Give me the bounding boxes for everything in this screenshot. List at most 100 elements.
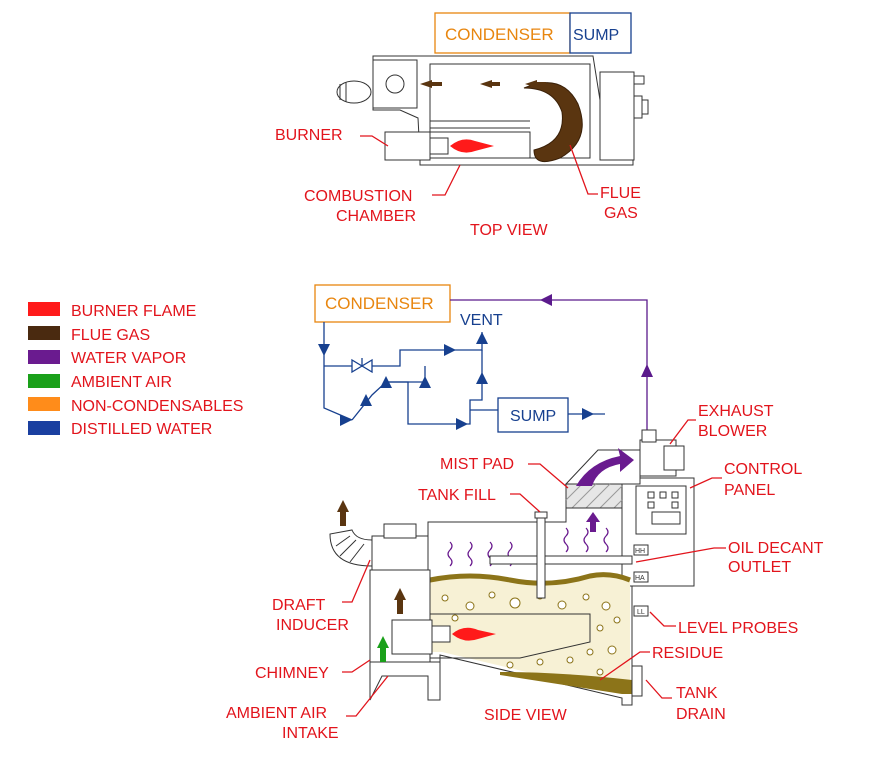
legend-swatch-flue-gas [28, 326, 60, 340]
top-combustion-label-2: CHAMBER [336, 208, 416, 225]
probe-hh-label: HH [635, 548, 645, 555]
distillate-arrow-2 [340, 415, 352, 426]
tank-liquid [430, 572, 630, 694]
top-right-nub-3 [641, 99, 649, 115]
bubble [465, 601, 475, 611]
oil-decant-tube [489, 555, 633, 565]
control-panel-knob-1 [647, 491, 655, 499]
side-piping: CONDENSER VENT SUMP [314, 284, 653, 433]
probe-ll-box [633, 605, 649, 617]
exhaust-label-1: EXHAUST [698, 403, 774, 420]
probe-hh-box [633, 544, 649, 556]
bubble [607, 645, 617, 655]
bubble [557, 600, 567, 610]
tank-fill-pipe [536, 515, 546, 599]
top-right-nub-2 [633, 95, 643, 119]
control-panel-display [651, 511, 681, 525]
exhaust-blower-side [663, 445, 685, 471]
distillate-arrow-1 [318, 344, 330, 356]
draft-inducer-leader [342, 559, 371, 603]
vapor-squiggle [583, 527, 589, 553]
top-condenser-label: CONDENSER [445, 25, 554, 44]
control-leader [689, 477, 722, 489]
top-flue-gas-swirl [523, 82, 583, 163]
legend-label-flue-gas: FLUE GAS [71, 327, 150, 344]
control-panel-knob-2 [659, 491, 667, 499]
probe-ha-label: HA [635, 575, 645, 582]
ambient-label-1: AMBIENT AIR [226, 705, 327, 722]
probe-ll-label: LL [637, 609, 645, 616]
side-burner-nozzle [431, 625, 451, 643]
side-condenser-label: CONDENSER [325, 294, 434, 313]
oil-decant-label-2: OUTLET [728, 559, 791, 576]
oil-decant-leader [635, 547, 726, 563]
legend-swatch-non-condensables [28, 397, 60, 411]
side-view-caption: SIDE VIEW [484, 707, 568, 724]
residue-leader [599, 651, 650, 681]
flue-gas-exit-arrow [337, 500, 349, 526]
legend-swatch-water-vapor [28, 350, 60, 364]
top-flue-arrow-1 [480, 80, 500, 88]
mist-pad-label: MIST PAD [440, 456, 514, 473]
tank-drain-leader [645, 679, 672, 699]
vapor-squiggle [563, 527, 569, 553]
distillate-line-loop [351, 366, 426, 421]
bubble [441, 594, 449, 602]
distillate-arrow-4 [380, 376, 392, 388]
top-right-nub-1 [633, 75, 645, 85]
vent-label: VENT [460, 312, 503, 329]
exhaust-blower-cap [641, 429, 657, 443]
legend-swatch-distilled-water [28, 421, 60, 435]
control-label-2: PANEL [724, 482, 775, 499]
bubble [601, 601, 611, 611]
distillate-line-down [323, 322, 353, 421]
mist-pad [565, 483, 623, 509]
chimney-base [369, 661, 441, 701]
distillate-arrow-3 [360, 394, 372, 406]
sump-out-arrow [582, 408, 594, 420]
draft-inducer-body [371, 535, 429, 571]
top-condenser-box [434, 12, 571, 54]
distillate-line-valve [324, 332, 483, 367]
ambient-air-arrow [377, 636, 389, 662]
legend-label-ambient-air: AMBIENT AIR [71, 374, 172, 391]
mist-pad-leader [528, 463, 569, 489]
top-burner-body [384, 131, 431, 161]
bubble [613, 616, 621, 624]
side-burner-flame [452, 627, 496, 641]
top-flue-arrow-2 [420, 80, 442, 88]
side-sump-label: SUMP [510, 408, 556, 425]
draft-label-2: INDUCER [276, 617, 349, 634]
ambient-label-2: INTAKE [282, 725, 339, 742]
top-right-panel [599, 71, 635, 161]
level-probes-leader [649, 611, 676, 627]
tank-drain-label-2: DRAIN [676, 706, 726, 723]
control-panel-knob-5 [671, 501, 679, 509]
top-burner-flame [450, 139, 494, 153]
top-sump-label: SUMP [573, 27, 619, 44]
vapor-squiggle [603, 527, 609, 553]
legend-swatch-burner-flame [28, 302, 60, 316]
exhaust-leader [669, 419, 696, 445]
top-view-caption: TOP VIEW [470, 222, 549, 239]
top-flue-label-2: GAS [604, 205, 638, 222]
bubble [582, 593, 590, 601]
vapor-arrow-top [540, 294, 552, 306]
vapor-return-line [450, 299, 648, 430]
tank-drain-pipe [631, 665, 643, 697]
control-label-1: CONTROL [724, 461, 802, 478]
bubble [506, 661, 514, 669]
mist-pad-hatch [565, 483, 623, 509]
vapor-squiggle [467, 541, 473, 567]
vapor-rise-arrow [586, 512, 600, 532]
chimney-leader [342, 659, 371, 673]
draft-inducer-duct [329, 529, 373, 567]
top-burner-nozzle [429, 137, 449, 155]
tank-fill-label: TANK FILL [418, 487, 496, 504]
top-flue-leader [569, 144, 598, 195]
distillate-arrow-8 [476, 332, 488, 344]
distillate-arrow-6 [444, 344, 456, 356]
top-sump-box [569, 12, 632, 54]
bubble [596, 668, 604, 676]
probe-ha-box [633, 571, 649, 583]
